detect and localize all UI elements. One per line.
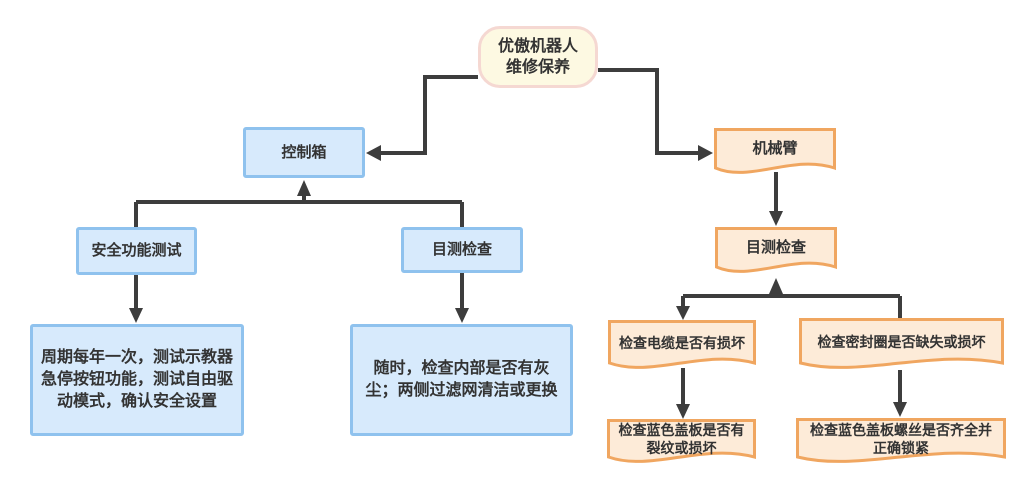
arrowhead-down — [893, 402, 907, 417]
node-robot-arm-label: 机械臂 — [752, 140, 798, 157]
node-safety-test-label: 安全功能测试 — [91, 242, 182, 259]
connector-seal-to-cover-screw — [893, 370, 907, 417]
node-cable-check-label: 检查电缆是否有损坏 — [619, 334, 745, 351]
node-cover-screw-check[interactable]: 检查蓝色盖板螺丝是否齐全并 正确锁紧 — [796, 418, 1006, 469]
document-shape — [608, 320, 756, 369]
arrowhead-down — [769, 211, 783, 226]
node-cover-screw-check-label: 检查蓝色盖板螺丝是否齐全并 正确锁紧 — [810, 421, 992, 456]
document-shape — [799, 318, 1004, 369]
document-shape — [714, 128, 836, 174]
document-shape — [715, 227, 837, 273]
connector-visual-check-to-detail — [455, 273, 469, 323]
connector-safety-test-to-detail — [129, 275, 143, 323]
node-control-box-label: 控制箱 — [281, 143, 327, 161]
node-cover-crack-check-label: 检查蓝色盖板是否有 裂纹或损坏 — [618, 422, 745, 456]
node-safety-detail-label: 周期每年一次，测试示教器 急停按钮功能，测试自由驱 动模式，确认安全设置 — [40, 349, 233, 410]
document-shape — [607, 419, 756, 463]
node-visual-check-left-label: 目测检查 — [431, 241, 492, 258]
node-cable-check[interactable]: 检查电缆是否有损坏 — [608, 320, 756, 375]
node-safety-detail[interactable]: 周期每年一次，测试示教器 急停按钮功能，测试自由驱 动模式，确认安全设置 — [30, 324, 244, 436]
connector-branch-visual-check-right — [676, 278, 902, 320]
connector-robot-arm-to-visual-check — [769, 172, 783, 226]
node-robot-arm[interactable]: 机械臂 — [714, 128, 836, 180]
node-visual-detail[interactable]: 随时，检查内部是否有灰 尘；两侧过滤网清洁或更换 — [350, 324, 573, 436]
node-visual-check-left[interactable]: 目测检查 — [401, 227, 523, 273]
connector-cable-to-cover-crack — [676, 368, 690, 419]
arrowhead-down — [129, 308, 143, 323]
connector-branch-control-box — [134, 180, 464, 227]
connector-root-to-robot-arm — [598, 68, 713, 161]
node-seal-check[interactable]: 检查密封圈是否缺失或损坏 — [799, 318, 1004, 375]
node-root[interactable]: 优傲机器人 维修保养 — [478, 26, 598, 88]
node-visual-check-right-label: 目测检查 — [745, 239, 806, 256]
node-root-label: 优傲机器人 维修保养 — [497, 38, 578, 76]
arrowhead-down — [455, 308, 469, 323]
node-control-box[interactable]: 控制箱 — [243, 127, 365, 178]
node-visual-check-right[interactable]: 目测检查 — [715, 227, 837, 279]
arrowhead-left — [366, 145, 381, 161]
arrowhead-up — [769, 278, 783, 294]
arrowhead-down — [676, 404, 690, 419]
node-visual-detail-label: 随时，检查内部是否有灰 尘；两侧过滤网清洁或更换 — [365, 360, 558, 399]
arrowhead-right — [698, 145, 713, 161]
node-seal-check-label: 检查密封圈是否缺失或损坏 — [817, 333, 986, 350]
node-cover-crack-check[interactable]: 检查蓝色盖板是否有 裂纹或损坏 — [607, 419, 756, 469]
arrowhead-down — [676, 306, 690, 320]
node-safety-test[interactable]: 安全功能测试 — [76, 227, 197, 275]
document-shape — [796, 418, 1006, 463]
connector-root-to-control-box — [366, 75, 478, 161]
arrowhead-up — [297, 180, 311, 196]
